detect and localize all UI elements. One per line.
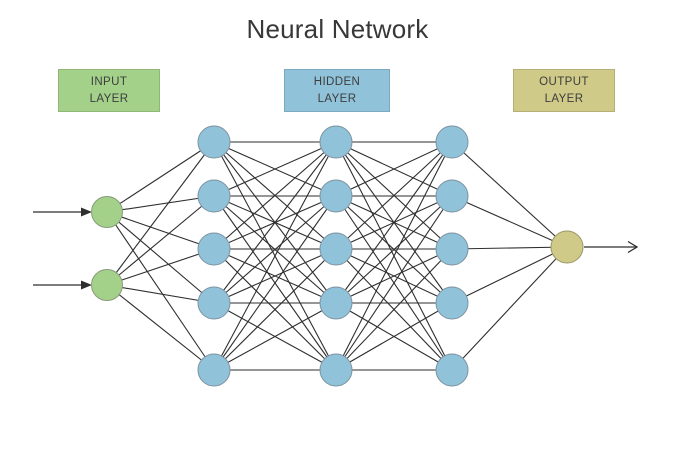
connection-input-hidden-1 [106,195,215,286]
connection-input-hidden-1 [106,211,215,250]
connection-hidden-2-hidden-3 [335,302,453,371]
hidden-1-node-4 [197,286,231,320]
hidden-3-node-1 [435,125,469,159]
connection-hidden-3-output [451,246,568,304]
connection-input-hidden-1 [106,211,215,304]
input-node-2 [91,269,123,301]
hidden-2-node-5 [319,353,353,387]
connection-hidden-2-hidden-3 [335,195,453,304]
connection-input-hidden-1 [106,284,215,371]
connection-input-hidden-1 [106,195,215,213]
diagram-title: Neural Network [246,14,429,44]
input-layer-label: INPUT LAYER [58,69,160,112]
connection-hidden-3-output [451,246,568,371]
input-layer-label-line2: LAYER [89,92,129,105]
connection-hidden-3-output [451,195,568,248]
connection-hidden-1-hidden-2 [213,141,337,304]
connection-hidden-1-hidden-2 [213,248,337,304]
hidden-2-node-2 [319,179,353,213]
connection-hidden-2-hidden-3 [335,141,453,304]
connection-hidden-1-hidden-2 [213,141,337,197]
hidden-3-node-4 [435,286,469,320]
hidden-1-node-2 [197,179,231,213]
hidden-layer-label: HIDDEN LAYER [284,69,390,112]
output-layer-label-line2: LAYER [544,92,584,105]
connection-input-hidden-1 [106,211,215,371]
output-arrow-head-icon [627,240,639,254]
hidden-layer-label-line1: HIDDEN [313,75,361,88]
connection-hidden-3-output [451,246,568,250]
connection-hidden-2-hidden-3 [335,195,453,371]
hidden-1-node-3 [197,232,231,266]
connection-hidden-1-hidden-2 [213,141,337,250]
hidden-2-node-1 [319,125,353,159]
connection-hidden-1-hidden-2 [213,195,337,304]
connection-hidden-2-hidden-3 [335,141,453,250]
connection-hidden-2-hidden-3 [335,248,453,371]
input-arrow-1-head-icon [81,207,92,217]
hidden-1-node-5 [197,353,231,387]
connection-hidden-2-hidden-3 [335,141,453,197]
hidden-3-node-5 [435,353,469,387]
hidden-1-node-1 [197,125,231,159]
hidden-2-node-4 [319,286,353,320]
connection-input-hidden-1 [106,248,215,286]
hidden-layer-label-line2: LAYER [317,92,357,105]
output-layer-label-line1: OUTPUT [539,75,589,88]
hidden-2-node-3 [319,232,353,266]
input-layer-label-line1: INPUT [90,75,128,88]
hidden-3-node-2 [435,179,469,213]
connection-hidden-3-output [451,141,568,248]
hidden-3-node-3 [435,232,469,266]
connection-hidden-1-hidden-2 [213,302,337,371]
connection-hidden-1-hidden-2 [213,248,337,371]
connection-hidden-1-hidden-2 [213,195,337,371]
output-node-1 [550,230,584,264]
input-node-1 [91,196,123,228]
connection-input-hidden-1 [106,141,215,286]
connection-input-hidden-1 [106,141,215,213]
connection-hidden-1-hidden-2 [213,141,337,371]
connection-hidden-2-hidden-3 [335,141,453,371]
connection-hidden-2-hidden-3 [335,248,453,304]
output-layer-label: OUTPUT LAYER [513,69,615,112]
input-arrow-2-head-icon [81,280,92,290]
connection-input-hidden-1 [106,284,215,304]
